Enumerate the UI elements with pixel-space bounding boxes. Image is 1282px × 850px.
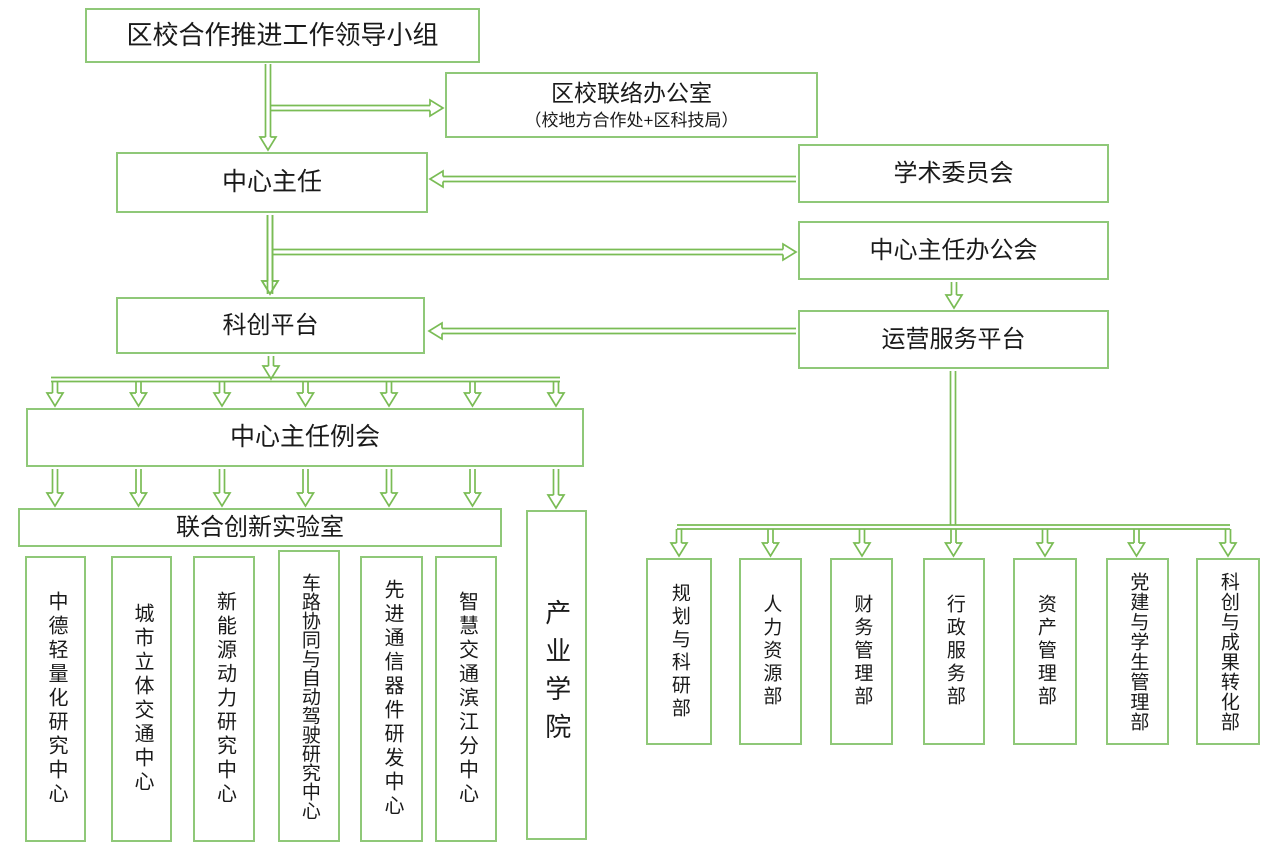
node-label: 先进通信器件研发中心 bbox=[381, 579, 403, 819]
node-dept-achievements: 科创与成果转化部 bbox=[1196, 558, 1260, 745]
node-dept-party-students: 党建与学生管理部 bbox=[1106, 558, 1169, 745]
node-industry-college: 产业学院 bbox=[526, 510, 587, 840]
node-dept-human-resources: 人力资源部 bbox=[739, 558, 802, 745]
node-operation-service-platform: 运营服务平台 bbox=[798, 310, 1109, 369]
node-label: 科创与成果转化部 bbox=[1217, 571, 1239, 732]
node-center-smart-traffic-branch: 智慧交通滨江分中心 bbox=[435, 556, 497, 842]
node-liaison-office-title: 区校联络办公室 bbox=[551, 80, 712, 106]
node-liaison-office: 区校联络办公室 （校地方合作处+区科技局） bbox=[445, 72, 818, 138]
node-label: 规划与科研部 bbox=[668, 582, 690, 721]
node-center-director: 中心主任 bbox=[116, 152, 428, 213]
node-label: 智慧交通滨江分中心 bbox=[455, 591, 478, 807]
node-center-new-energy: 新能源动力研究中心 bbox=[193, 556, 255, 842]
node-center-advanced-comm: 先进通信器件研发中心 bbox=[360, 556, 423, 842]
node-label: 城市立体交通中心 bbox=[131, 603, 153, 795]
node-dept-admin-service: 行政服务部 bbox=[923, 558, 985, 745]
node-sci-innovation-platform: 科创平台 bbox=[116, 297, 425, 354]
node-label: 资产管理部 bbox=[1034, 594, 1056, 709]
node-center-v2x-autodrive: 车路协同与自动驾驶研究中心 bbox=[278, 550, 340, 842]
node-label: 车路协同与自动驾驶研究中心 bbox=[298, 572, 320, 820]
node-director-office-meeting: 中心主任办公会 bbox=[798, 221, 1109, 280]
node-center-urban-transport: 城市立体交通中心 bbox=[111, 556, 172, 842]
node-director-regular-meeting: 中心主任例会 bbox=[26, 408, 584, 467]
node-dept-planning-research: 规划与科研部 bbox=[646, 558, 712, 745]
node-joint-innovation-lab: 联合创新实验室 bbox=[18, 508, 502, 547]
node-label: 党建与学生管理部 bbox=[1127, 571, 1149, 732]
node-label: 财务管理部 bbox=[851, 594, 873, 709]
node-liaison-office-subtitle: （校地方合作处+区科技局） bbox=[524, 110, 739, 130]
node-label: 行政服务部 bbox=[943, 594, 965, 709]
node-label: 中德轻量化研究中心 bbox=[45, 591, 67, 807]
node-leading-group: 区校合作推进工作领导小组 bbox=[85, 8, 480, 63]
node-label: 产业学院 bbox=[541, 599, 572, 751]
node-academic-committee: 学术委员会 bbox=[798, 144, 1109, 203]
node-center-lightweight-research: 中德轻量化研究中心 bbox=[25, 556, 86, 842]
node-label: 人力资源部 bbox=[760, 594, 782, 709]
node-dept-finance: 财务管理部 bbox=[830, 558, 893, 745]
node-dept-assets: 资产管理部 bbox=[1013, 558, 1077, 745]
node-label: 新能源动力研究中心 bbox=[213, 591, 236, 807]
